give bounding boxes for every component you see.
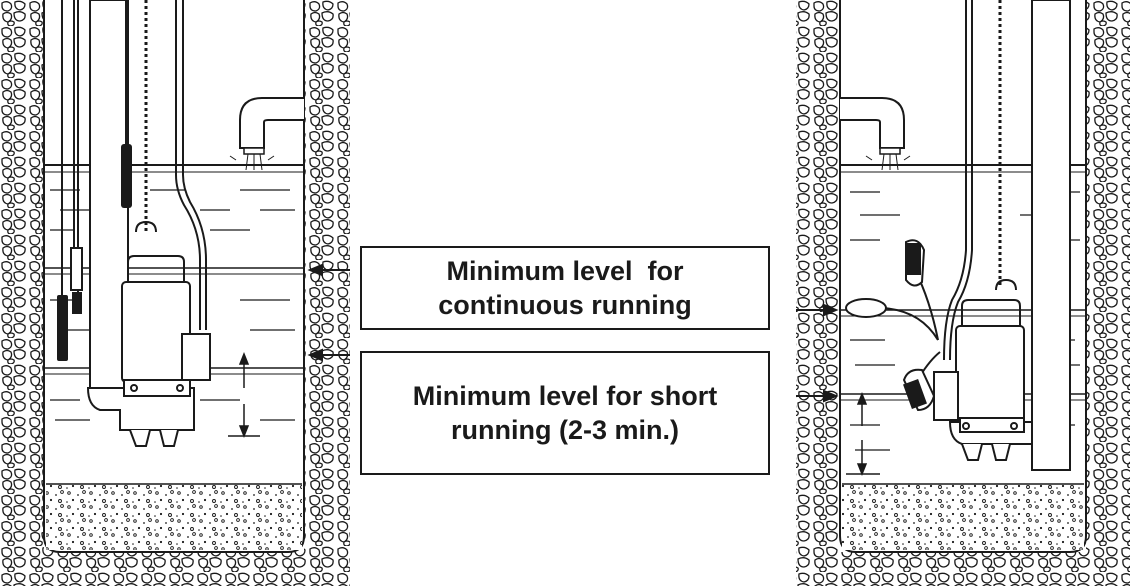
submersible-pump-icon <box>933 278 1033 461</box>
label-line: running (2-3 min.) <box>451 415 679 445</box>
discharge-pipe-icon <box>229 97 304 171</box>
level-arrow-icon <box>228 351 260 439</box>
discharge-pipe-icon <box>840 97 911 171</box>
label-line: continuous running <box>438 290 692 320</box>
label-line: Minimum level for <box>446 256 684 286</box>
label-line: Minimum level for short <box>412 381 718 411</box>
min-level-short-label: Minimum level for short running (2-3 min… <box>360 351 770 475</box>
float-switch-icon <box>57 144 132 361</box>
right-sump <box>796 0 1130 586</box>
submersible-pump-icon <box>86 220 211 447</box>
level-pointer-arrows <box>307 263 839 403</box>
level-arrow-icon <box>846 391 880 477</box>
float-switch-icon <box>845 239 936 412</box>
min-level-continuous-label: Minimum level for continuous running <box>360 246 770 330</box>
left-sump <box>0 0 350 586</box>
